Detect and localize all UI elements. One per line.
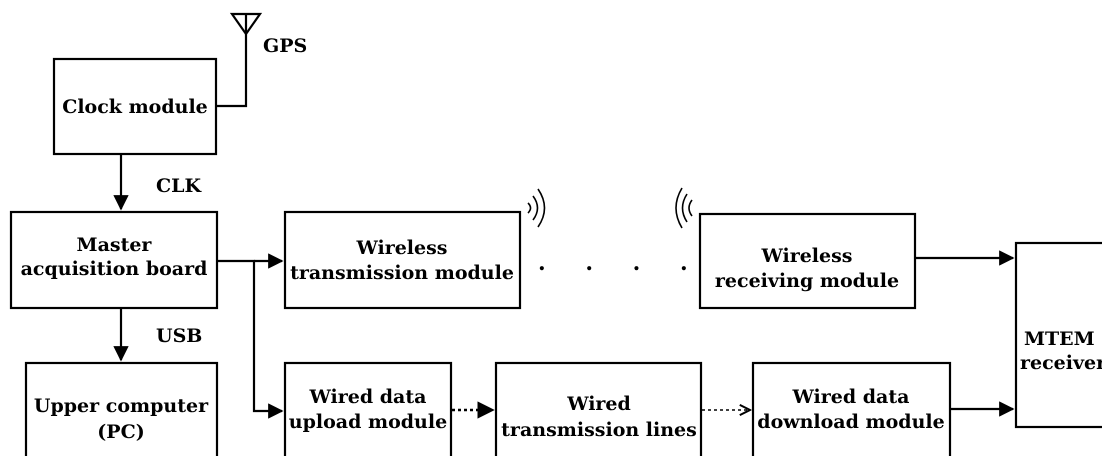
mtem-receiver-label-line1: MTEM — [1024, 328, 1095, 350]
master-to-upload-arrow — [217, 259, 284, 419]
wireless-rx-label-line1: Wireless — [760, 245, 852, 267]
master-board-box: Master acquisition board — [9, 210, 219, 310]
master-board-label-line1: Master — [77, 234, 153, 256]
wired-lines-box: Wired transmission lines — [494, 361, 703, 456]
wired-upload-label-line1: Wired data — [309, 386, 427, 408]
mtem-receiver-box: MTEM receiver — [1014, 241, 1102, 429]
upper-computer-label-line1: Upper computer — [34, 395, 209, 417]
usb-label: USB — [156, 325, 202, 347]
clock-module-box: Clock module — [52, 57, 218, 156]
wireless-transmission-box: Wireless transmission module — [283, 210, 522, 310]
gps-antenna-icon — [229, 12, 263, 105]
wireless-signal-out-icon — [527, 188, 546, 228]
upper-computer-box: Upper computer (PC) — [24, 361, 219, 456]
wired-download-box: Wired data download module — [751, 361, 952, 456]
gps-label: GPS — [263, 35, 307, 57]
clock-module-label: Clock module — [62, 96, 208, 118]
wireless-tx-label-line1: Wireless — [355, 237, 447, 259]
wired-lines-label-line1: Wired — [566, 393, 631, 415]
gps-to-clock-line — [216, 104, 248, 108]
clk-label: CLK — [156, 175, 202, 197]
mtem-receiver-label-line2: receiver — [1020, 352, 1102, 374]
wired-lines-label-line2: transmission lines — [501, 419, 697, 441]
upper-computer-label-line2: (PC) — [97, 421, 144, 443]
wired-download-label-line1: Wired data — [792, 386, 910, 408]
wired-download-label-line2: download module — [757, 411, 944, 433]
wired-upload-box: Wired data upload module — [283, 361, 453, 456]
wired-upload-label-line2: upload module — [289, 411, 447, 433]
master-board-label-line2: acquisition board — [21, 258, 208, 280]
wireless-receiving-box: Wireless receiving module — [698, 212, 917, 310]
wireless-rx-label-line2: receiving module — [715, 270, 899, 292]
wireless-tx-label-line2: transmission module — [290, 262, 514, 284]
wireless-signal-in-icon — [675, 187, 693, 229]
